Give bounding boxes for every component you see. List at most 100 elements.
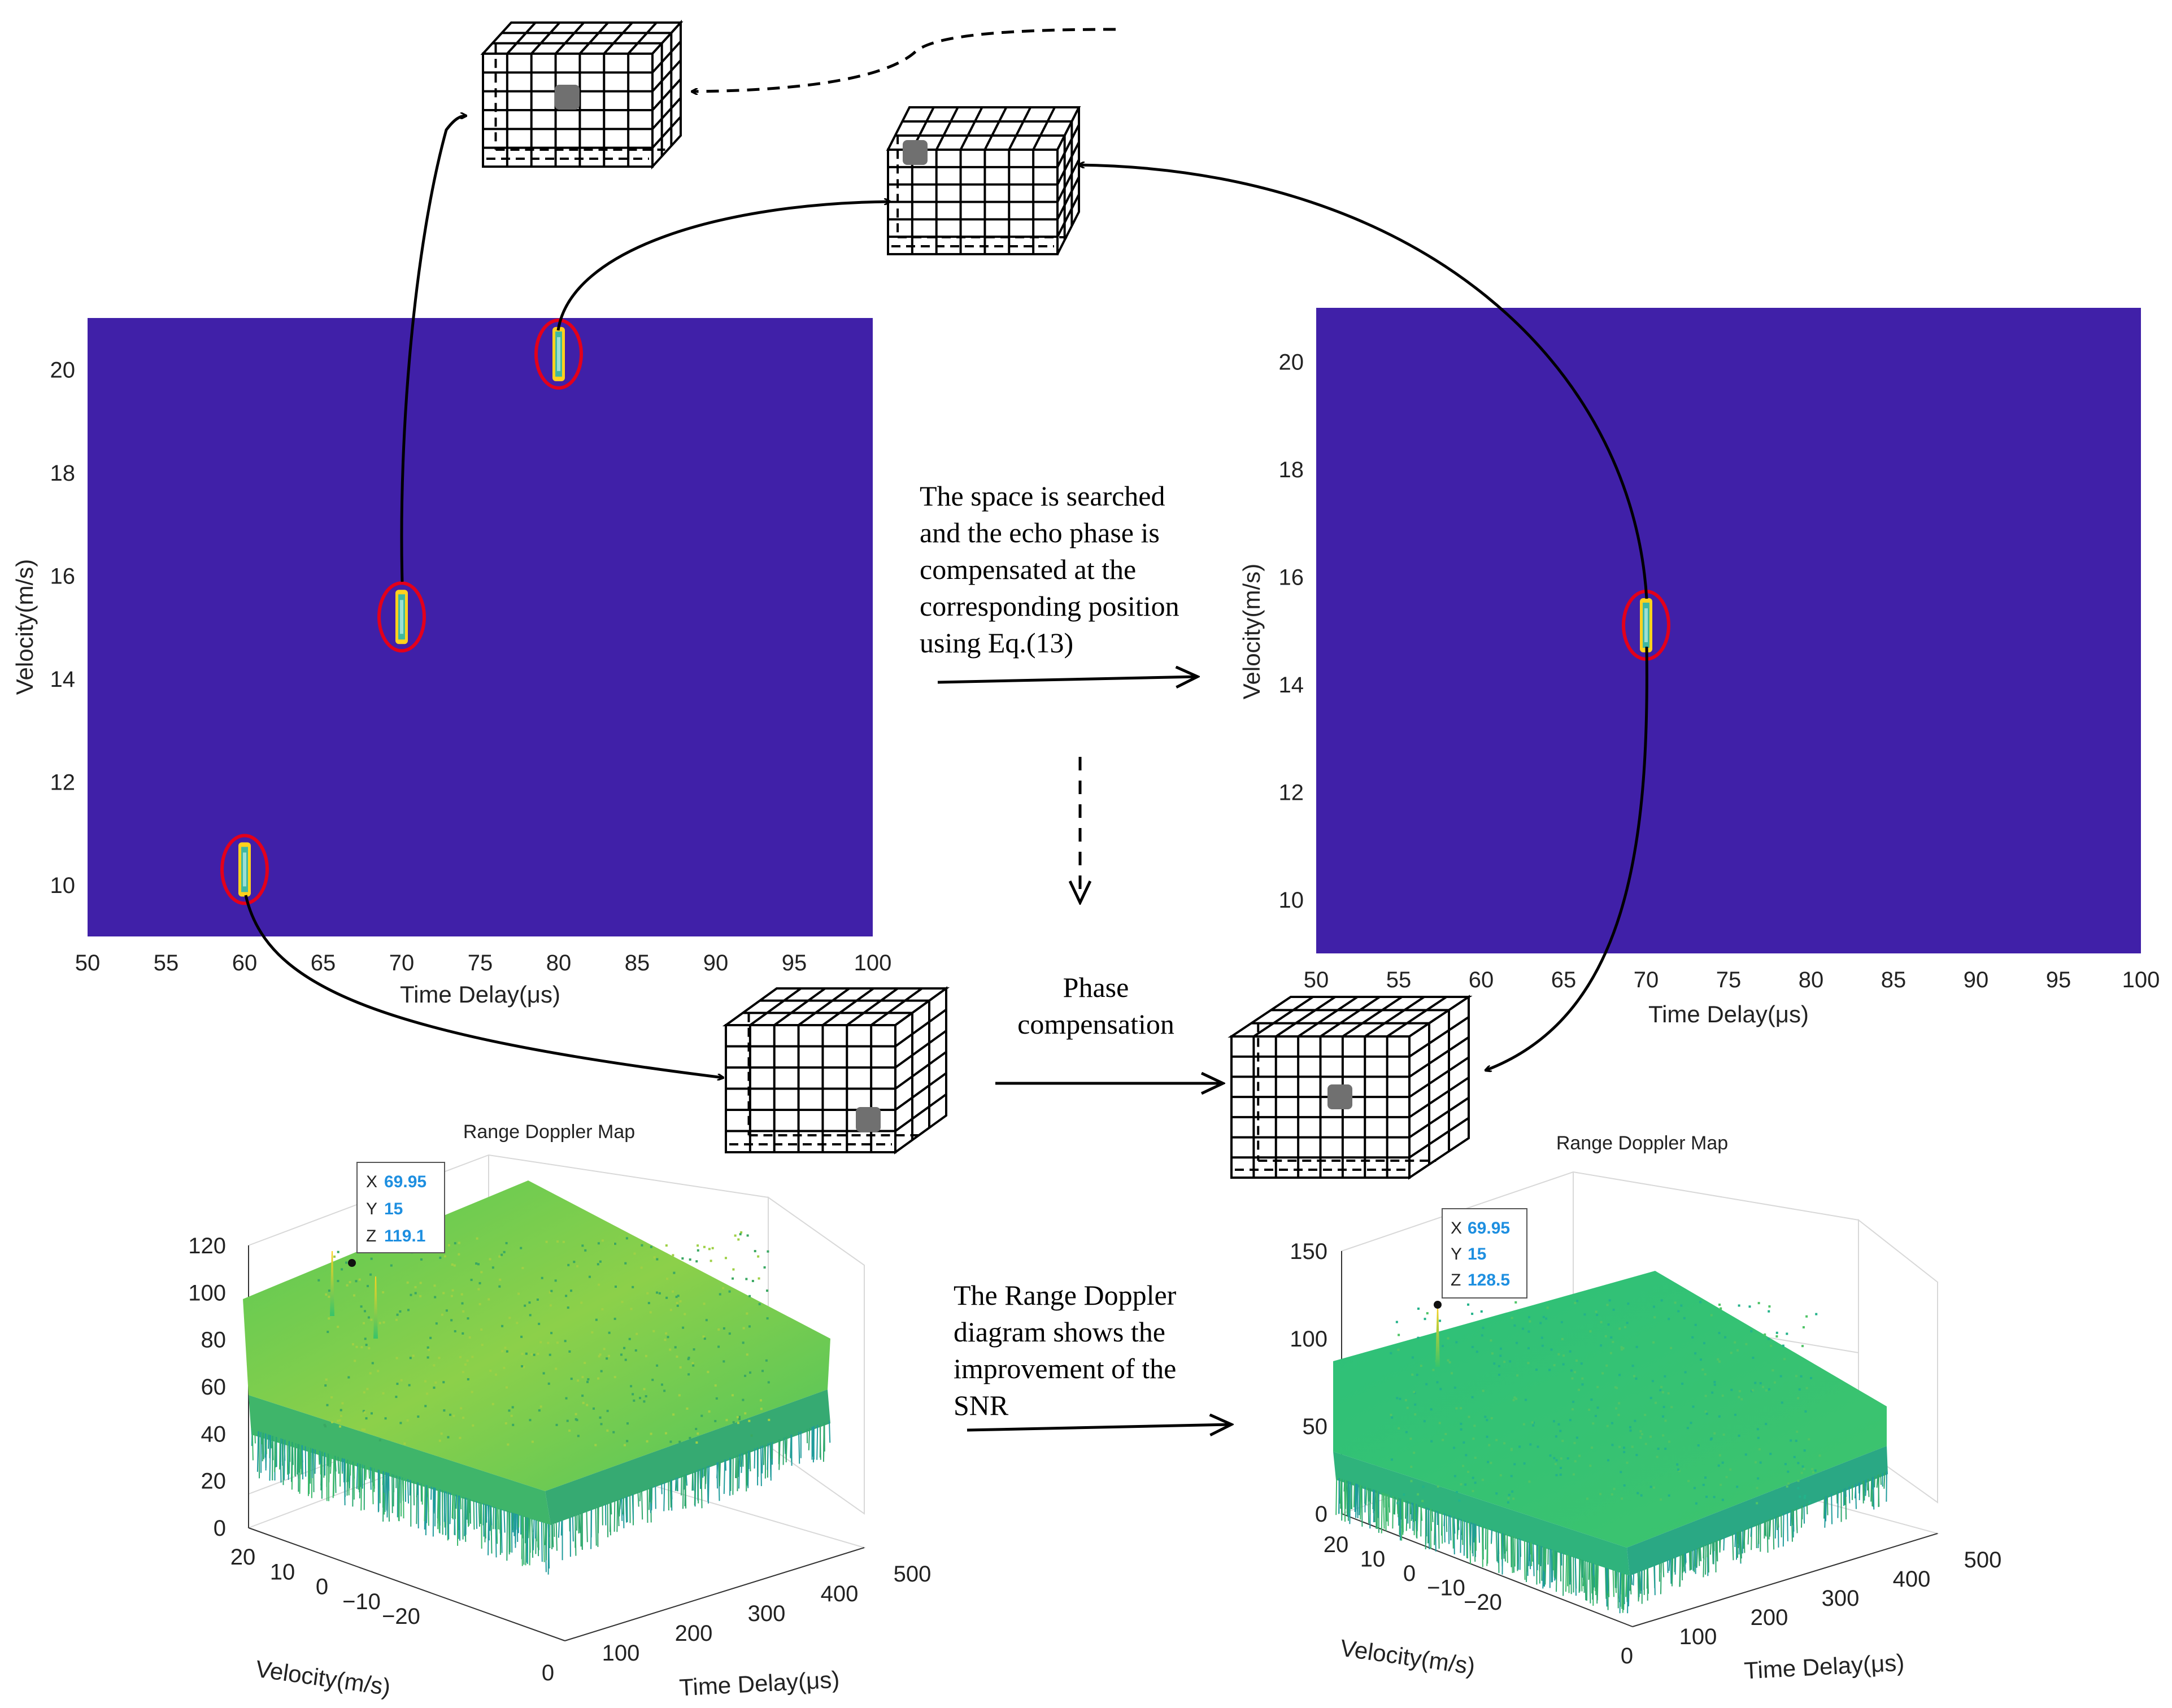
- surface-right-surface-speckle: [1649, 1397, 1652, 1400]
- surface-right-surface-speckle: [1720, 1307, 1722, 1310]
- surface-right-surface-speckle: [1623, 1326, 1626, 1328]
- surface-left-surface-speckle: [366, 1284, 369, 1287]
- heatmap-left-target-marker: [220, 834, 269, 905]
- surface-left-surface-speckle: [669, 1309, 672, 1312]
- surface-left-surface-speckle: [458, 1253, 460, 1256]
- surface-left-surface-speckle: [539, 1405, 542, 1408]
- surface-left-xtick-label: 400: [821, 1581, 859, 1606]
- annotation-rd-line-2: diagram shows the: [954, 1316, 1165, 1348]
- surface-right-surface-speckle: [1626, 1461, 1629, 1464]
- surface-left-surface-speckle: [438, 1439, 441, 1442]
- surface-right-surface-speckle: [1695, 1502, 1697, 1505]
- surface-right-surface-speckle: [1757, 1302, 1760, 1305]
- surface-right-surface-speckle: [1554, 1463, 1557, 1466]
- surface-right-surface-speckle: [1800, 1471, 1803, 1474]
- surface-left-surface-speckle: [461, 1302, 464, 1305]
- surface-right-surface-speckle: [1575, 1436, 1578, 1439]
- surface-left-surface-speckle: [650, 1245, 652, 1248]
- surface-left-surface-speckle: [414, 1286, 417, 1288]
- surface-right-noise-spike: [1361, 1485, 1363, 1527]
- surface-right-surface-speckle: [1596, 1314, 1599, 1317]
- surface-left-surface-speckle: [586, 1404, 589, 1406]
- surface-right-noise-spike: [1529, 1542, 1532, 1555]
- surface-right-xtick-label: 0: [1621, 1644, 1633, 1668]
- surface-right-surface-speckle: [1595, 1310, 1598, 1313]
- surface-right-surface-speckle: [1439, 1319, 1442, 1322]
- surface-right-noise-spike: [1392, 1496, 1394, 1529]
- surface-right-surface-speckle: [1555, 1474, 1558, 1476]
- heatmap-left-xtick-label: 60: [232, 951, 258, 975]
- surface-right-surface-speckle: [1462, 1465, 1465, 1467]
- heatmap-left-xtick-label: 95: [782, 951, 807, 975]
- surface-left-surface-speckle: [705, 1319, 708, 1322]
- surface-right-surface-speckle: [1704, 1476, 1707, 1479]
- surface-right-surface-speckle: [1793, 1456, 1796, 1458]
- surface-left-surface-speckle: [591, 1331, 594, 1334]
- surface-right-surface-speckle: [1717, 1464, 1720, 1467]
- surface-left-surface-speckle: [494, 1373, 497, 1376]
- surface-left-surface-speckle: [758, 1302, 761, 1305]
- surface-left-datatip[interactable]: X 69.95 Y 15 Z 119.1: [348, 1162, 445, 1267]
- surface-right-surface-speckle: [1510, 1448, 1513, 1450]
- surface-right-surface-speckle: [1591, 1446, 1594, 1449]
- surface-right-surface-speckle: [1516, 1374, 1519, 1377]
- surface-right-surface-speckle: [1422, 1485, 1425, 1488]
- surface-left-surface-speckle: [449, 1413, 452, 1416]
- surface-right-noise-spike: [1708, 1544, 1709, 1573]
- surface-right-surface-speckle: [1805, 1315, 1808, 1318]
- cube-left: [722, 986, 950, 1154]
- surface-left-surface-speckle: [471, 1356, 474, 1358]
- annotation-phase: Phase compensation: [1017, 971, 1174, 1040]
- surface-left-surface-speckle: [628, 1337, 631, 1340]
- surface-left-noise-spike: [617, 1500, 620, 1527]
- surface-right-noise-spike: [1578, 1559, 1581, 1593]
- cube-mid-grid-line: [1056, 159, 1080, 203]
- datatip-left-x-value: 69.95: [384, 1173, 426, 1191]
- datatip-right-y-value: 15: [1468, 1245, 1486, 1263]
- surface-left-surface-speckle: [417, 1415, 420, 1418]
- surface-right-ytick-label: 10: [1360, 1547, 1386, 1572]
- surface-left-surface-speckle: [613, 1376, 616, 1379]
- surface-left-noise-spike: [595, 1508, 597, 1546]
- surface-left-noise-spike: [265, 1433, 267, 1454]
- surface-right-surface-speckle: [1804, 1410, 1807, 1413]
- surface-left-surface-speckle: [521, 1365, 524, 1367]
- surface-left-surface-speckle: [567, 1263, 570, 1266]
- surface-left-surface-speckle: [633, 1252, 636, 1255]
- surface-right-surface-speckle: [1487, 1461, 1490, 1463]
- surface-right-surface-speckle: [1420, 1365, 1422, 1367]
- surface-right-xtick-label: 400: [1893, 1567, 1931, 1592]
- surface-right-noise-spike: [1413, 1504, 1416, 1536]
- surface-left-surface-speckle: [363, 1322, 365, 1324]
- surface-right-surface-speckle: [1721, 1498, 1724, 1501]
- surface-left-surface-speckle: [676, 1355, 678, 1358]
- heatmap-right-ytick-label: 12: [1279, 780, 1304, 805]
- heatmap-left-xtick-label: 75: [468, 951, 493, 975]
- surface-right-noise-spike: [1626, 1574, 1628, 1602]
- surface-left-noise-spike: [493, 1506, 495, 1530]
- surface-left-surface-speckle: [678, 1440, 681, 1443]
- surface-right-surface-speckle: [1709, 1438, 1712, 1441]
- surface-left-surface-speckle: [450, 1295, 453, 1297]
- surface-right-surface-speckle: [1573, 1441, 1576, 1444]
- surface-right-surface-speckle: [1684, 1371, 1687, 1374]
- surface-right-surface-speckle: [1417, 1308, 1420, 1310]
- cube-left-grid-line: [773, 987, 826, 1026]
- surface-right-datatip[interactable]: X 69.95 Y 15 Z 128.5: [1434, 1208, 1527, 1309]
- surface-left-surface-speckle: [510, 1414, 513, 1417]
- cube-left-grid-line: [894, 1072, 947, 1111]
- surface-left-y-axis: [248, 1527, 565, 1641]
- surface-right-target-spike: [1435, 1306, 1440, 1367]
- surface-left-x-axis: [564, 1547, 865, 1641]
- surface-right-surface-speckle: [1590, 1398, 1593, 1401]
- surface-right-surface-speckle: [1768, 1388, 1770, 1391]
- datatip-left-box: [356, 1162, 445, 1253]
- surface-right-surface-speckle: [1600, 1344, 1603, 1347]
- surface-left-surface-speckle: [337, 1419, 339, 1422]
- surface-left-noise-spike: [413, 1481, 415, 1506]
- surface-right-noise-spike: [1787, 1511, 1788, 1541]
- surface-left-surface-speckle: [626, 1440, 629, 1443]
- surface-right-surface-speckle: [1527, 1330, 1530, 1333]
- surface-left-surface-speckle: [656, 1364, 659, 1367]
- surface-right-surface-speckle: [1722, 1433, 1725, 1436]
